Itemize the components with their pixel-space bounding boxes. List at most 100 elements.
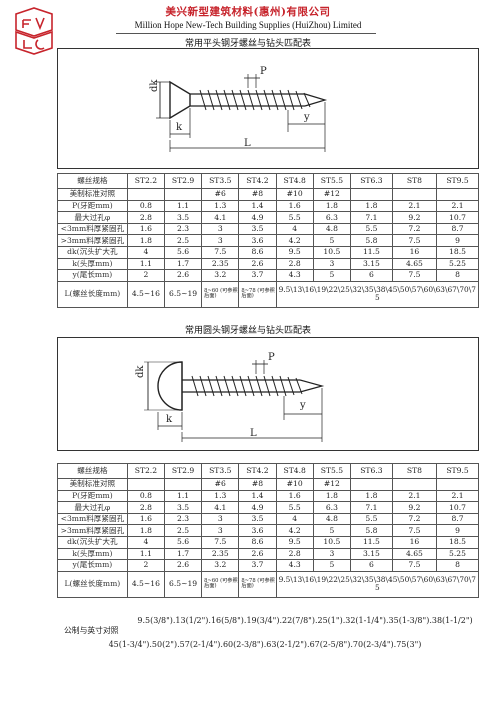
table-cell: 2.5 <box>163 234 203 247</box>
table-cell: 8.6 <box>238 535 277 549</box>
round-k-label: k <box>166 414 173 425</box>
conversion-line-1: 9.5(3/8").13(1/2").16(5/8").19(3/4").22(… <box>137 616 473 625</box>
table-cell: 2.1 <box>391 489 438 503</box>
column-header: ST9.5 <box>436 463 479 479</box>
table-cell: 3 <box>201 524 240 537</box>
table-cell: 3.7 <box>238 559 277 572</box>
table-cell: 1.6 <box>275 199 314 213</box>
table-cell: 16 <box>391 245 438 259</box>
column-header: ST8 <box>391 173 438 189</box>
row-label: >3mm料厚紧固孔 <box>57 524 128 537</box>
table-cell: 1.1 <box>126 547 165 561</box>
table-cell: 5.5 <box>349 512 393 526</box>
conversion-label: 公制与英寸对照 <box>64 626 119 635</box>
table-cell: 5.25 <box>436 257 479 271</box>
row-label: 美制标准对照 <box>57 478 128 491</box>
column-header: ST2.2 <box>126 463 165 479</box>
table-cell: 3.5 <box>238 222 277 236</box>
table-cell: 5.8 <box>349 234 393 247</box>
table-cell: 3.5 <box>163 501 203 514</box>
table-cell: 2.35 <box>201 547 240 561</box>
table-cell <box>126 478 165 491</box>
column-header: ST3.5 <box>201 173 240 189</box>
table-cell: 7.5 <box>391 524 438 537</box>
table-cell: 5.5 <box>275 211 314 224</box>
company-name-cn: 美兴新型建筑材料(惠州)有限公司 <box>165 6 331 18</box>
row-label: P(牙距mm) <box>57 489 128 503</box>
company-logo-icon <box>15 7 53 55</box>
flat-head-diagram-frame <box>57 48 479 169</box>
table-cell: 1.8 <box>349 489 393 503</box>
table-cell: 1.4 <box>238 199 277 213</box>
table-cell: #8 <box>238 188 277 201</box>
table-cell: 10.5 <box>312 535 351 549</box>
table-cell <box>391 188 438 201</box>
table-cell: 4.9 <box>238 501 277 514</box>
table-cell: 4 <box>126 245 165 259</box>
table-cell: 9 <box>436 524 479 537</box>
company-name-en: Million Hope New-Tech Building Supplies … <box>134 20 362 30</box>
table-cell: 2.8 <box>126 211 165 224</box>
length-cell-st35: 8~60 (可参照后面) <box>201 280 240 308</box>
table-cell: 3.6 <box>238 524 277 537</box>
flat-p-label: P <box>260 66 267 77</box>
table-cell: 1.4 <box>238 489 277 503</box>
table-cell: 4.3 <box>275 269 314 282</box>
table-cell: 3.7 <box>238 269 277 282</box>
row-label: 最大过孔φ <box>57 211 128 224</box>
table-cell: 4 <box>275 222 314 236</box>
table-cell: 5 <box>312 234 351 247</box>
row-label: y(尾长mm) <box>57 559 128 572</box>
table-cell: 4.8 <box>312 222 351 236</box>
table-cell: 1.8 <box>126 234 165 247</box>
table-cell: 18.5 <box>436 535 479 549</box>
table-cell: 7.2 <box>391 222 438 236</box>
table-cell: 2.8 <box>126 501 165 514</box>
length-cell-st22: 4.5~16 <box>126 570 165 598</box>
table-cell: 9.2 <box>391 501 438 514</box>
table-cell: 0.8 <box>126 489 165 503</box>
table-cell: 7.1 <box>349 211 393 224</box>
table-cell: #8 <box>238 478 277 491</box>
table-cell: 5.6 <box>163 535 203 549</box>
table-cell: 10.5 <box>312 245 351 259</box>
table-cell: 7.5 <box>391 234 438 247</box>
table-cell: 2 <box>126 559 165 572</box>
table-cell: 8 <box>436 559 479 572</box>
table-cell: 2.3 <box>163 222 203 236</box>
table-cell: #6 <box>201 188 240 201</box>
table-cell: 9 <box>436 234 479 247</box>
table-cell <box>436 478 479 491</box>
table-cell: 7.5 <box>391 559 438 572</box>
table-cell: 6.3 <box>312 211 351 224</box>
table-cell: 8 <box>436 269 479 282</box>
row-label: 美制标准对照 <box>57 188 128 201</box>
table-cell: 1.8 <box>349 199 393 213</box>
table-cell: 7.1 <box>349 501 393 514</box>
round-p-label: P <box>268 352 275 363</box>
row-label: >3mm料厚紧固孔 <box>57 234 128 247</box>
column-header: ST4.8 <box>275 173 314 189</box>
row-label: <3mm料厚紧固孔 <box>57 512 128 526</box>
table-cell: 5.6 <box>163 245 203 259</box>
round-y-label: y <box>300 400 306 411</box>
column-header: ST4.2 <box>238 173 277 189</box>
table-cell: 5.8 <box>349 524 393 537</box>
table-cell: 1.6 <box>126 512 165 526</box>
table-cell: 6.3 <box>312 501 351 514</box>
row-label: dk(沉头扩大孔 <box>57 535 128 549</box>
length-cell-range: 9.5\13\16\19\22\25\32\35\38\45\50\57\60\… <box>275 280 480 308</box>
header-label-cell: 螺丝规格 <box>57 463 128 479</box>
table-cell: 5 <box>312 559 351 572</box>
header-rule <box>116 33 376 34</box>
table-cell: 2.8 <box>275 547 314 561</box>
round-l-label: L <box>250 428 257 439</box>
